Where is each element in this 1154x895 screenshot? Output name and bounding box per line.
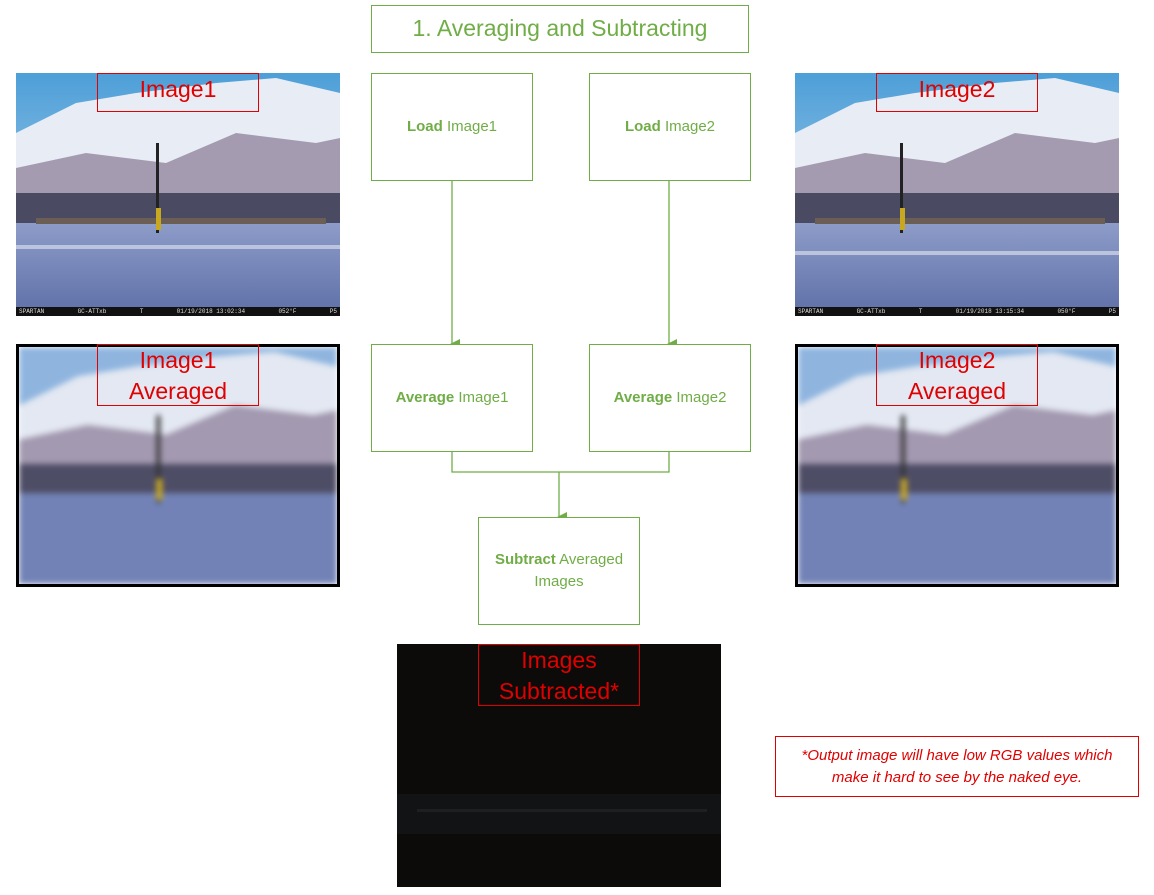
camera-id: GC-ATTxb [856, 308, 886, 315]
step-average-image1: Average Image1 [371, 344, 533, 452]
label-line: Image1 [139, 347, 217, 373]
step-load-image2: Load Image2 [589, 73, 751, 181]
step-verb: Subtract [494, 551, 556, 569]
label-line: Averaged [128, 378, 228, 404]
image1-averaged-photo [16, 344, 340, 587]
diagram-title: 1. Averaging and Subtracting [371, 5, 749, 53]
step-object: Image1 [442, 118, 498, 136]
camera-info-strip: SPARTAN GC-ATTxb T 01/19/2018 13:15:34 0… [795, 307, 1119, 316]
arrow-avg-to-subtract [451, 452, 670, 473]
camera-datetime: 01/19/2018 13:02:34 [176, 308, 246, 315]
camera-info-strip: SPARTAN GC-ATTxb T 01/19/2018 13:02:34 0… [16, 307, 340, 316]
label-line: Subtracted* [498, 678, 620, 704]
camera-page: P5 [329, 308, 337, 315]
label-line: Images [521, 647, 597, 673]
camera-flag: T [918, 308, 923, 315]
step-verb: Load [624, 118, 661, 136]
label-images-subtracted: Images Subtracted* [478, 644, 640, 706]
step-verb: Load [406, 118, 443, 136]
label-line: Image2 [918, 347, 996, 373]
camera-page: P5 [1108, 308, 1116, 315]
step-average-image2: Average Image2 [589, 344, 751, 452]
camera-brand: SPARTAN [798, 308, 824, 315]
output-note: *Output image will have low RGB values w… [775, 736, 1139, 797]
label-line: Averaged [907, 378, 1007, 404]
step-object: Averaged Images [534, 551, 624, 590]
step-verb: Average [395, 389, 455, 407]
label-image1-averaged: Image1 Averaged [97, 344, 259, 406]
step-object: Image1 [454, 389, 509, 407]
images-subtracted-photo [397, 644, 721, 887]
step-object: Image2 [672, 389, 727, 407]
step-subtract-images: Subtract Averaged Images [478, 517, 640, 625]
step-verb: Average [613, 389, 673, 407]
image1-photo: SPARTAN GC-ATTxb T 01/19/2018 13:02:34 0… [16, 73, 340, 316]
image2-averaged-photo [795, 344, 1119, 587]
camera-id: GC-ATTxb [77, 308, 107, 315]
camera-temperature: 050°F [1057, 308, 1076, 315]
step-load-image1: Load Image1 [371, 73, 533, 181]
camera-flag: T [139, 308, 144, 315]
label-image2-averaged: Image2 Averaged [876, 344, 1038, 406]
camera-datetime: 01/19/2018 13:15:34 [955, 308, 1025, 315]
step-object: Image2 [660, 118, 716, 136]
camera-temperature: 052°F [278, 308, 297, 315]
label-image2: Image2 [876, 73, 1038, 112]
label-image1: Image1 [97, 73, 259, 112]
camera-brand: SPARTAN [19, 308, 45, 315]
